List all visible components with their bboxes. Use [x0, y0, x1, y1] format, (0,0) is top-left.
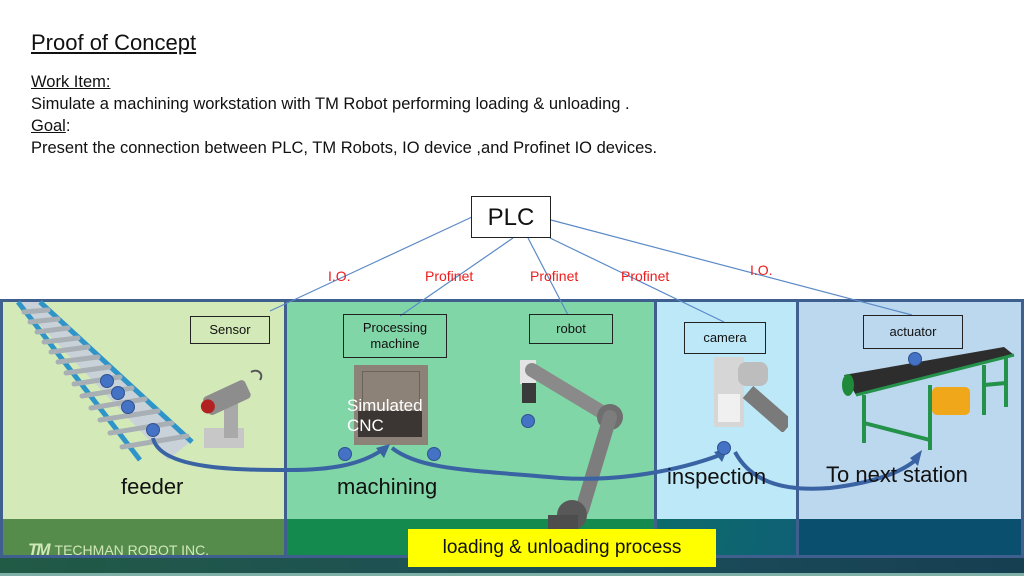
protocol-label-robot: Profinet [530, 268, 579, 284]
zone-label-machining: machining [337, 474, 438, 499]
workpiece-dot [100, 374, 114, 388]
belt-conveyor-image [842, 347, 1015, 450]
work-item-text: Simulate a machining workstation with TM… [31, 95, 630, 113]
line-plc-processing [399, 237, 514, 317]
workpiece-dot [146, 423, 160, 437]
work-item-heading: Work Item: [31, 73, 111, 91]
company-name: TECHMAN ROBOT INC. [54, 542, 210, 558]
workpiece-dot [121, 400, 135, 414]
zone-inspection [654, 299, 799, 558]
footer-line [0, 573, 1024, 576]
protocol-label-actuator: I.O. [750, 262, 773, 278]
cnc-frame-shape [362, 371, 420, 411]
zone-feeder-band [3, 519, 284, 555]
tm-logo-mark: TM [28, 540, 51, 559]
zone-next-station [796, 299, 1024, 558]
cnc-overlay-text: Simulated CNC [347, 396, 423, 436]
cnc-overlay-line1: Simulated [347, 396, 423, 415]
line-plc-robot [527, 237, 569, 316]
line-plc-sensor [269, 216, 473, 312]
workpiece-dot [427, 447, 441, 461]
workpiece-dot [717, 441, 731, 455]
device-box-camera: camera [684, 322, 766, 354]
footer-strip [0, 558, 1024, 576]
sensor-image [200, 369, 263, 448]
workpiece-dot [908, 352, 922, 366]
slide-title: Proof of Concept [31, 30, 197, 55]
line-plc-actuator [550, 219, 913, 316]
zone-label-feeder: feeder [121, 474, 184, 499]
cnc-machine-image [354, 365, 428, 445]
flow-arrowhead-cnc [376, 444, 390, 458]
workpiece-dot [338, 447, 352, 461]
process-label: loading & unloading process [408, 529, 716, 567]
protocol-label-processing: Profinet [425, 268, 474, 284]
cnc-overlay-line2: CNC [347, 416, 384, 435]
flow-arrowhead-next [910, 450, 922, 466]
workpiece-dot [111, 386, 125, 400]
device-box-sensor: Sensor [190, 316, 270, 344]
cnc-base-shape [358, 411, 422, 437]
protocol-label-camera: Profinet [621, 268, 670, 284]
flow-arrow-inspection-to-next [733, 451, 920, 491]
goal-colon: : [65, 117, 71, 135]
workpiece-dot [521, 414, 535, 428]
zone-label-next-station: To next station [826, 462, 968, 487]
device-box-robot: robot [529, 314, 613, 344]
goal-text: Present the connection between PLC, TM R… [31, 139, 658, 157]
flow-arrow-feeder-to-cnc [151, 437, 384, 473]
protocol-label-sensor: I.O. [328, 268, 351, 284]
goal-heading: Goal [31, 117, 66, 135]
device-box-processing-line2: machine [370, 336, 420, 351]
zone-next-station-band [799, 519, 1021, 555]
device-box-processing-machine: Processing machine [343, 314, 447, 358]
device-box-actuator: actuator [863, 315, 963, 349]
device-box-processing-line1: Processing [362, 320, 428, 335]
goal-heading-row: Goal: [31, 116, 70, 136]
plc-box: PLC [471, 196, 551, 238]
camera-image [714, 357, 788, 432]
flow-arrow-cnc-to-inspection [390, 446, 721, 481]
line-plc-camera [549, 237, 725, 323]
zone-label-inspection: inspection [667, 464, 767, 489]
